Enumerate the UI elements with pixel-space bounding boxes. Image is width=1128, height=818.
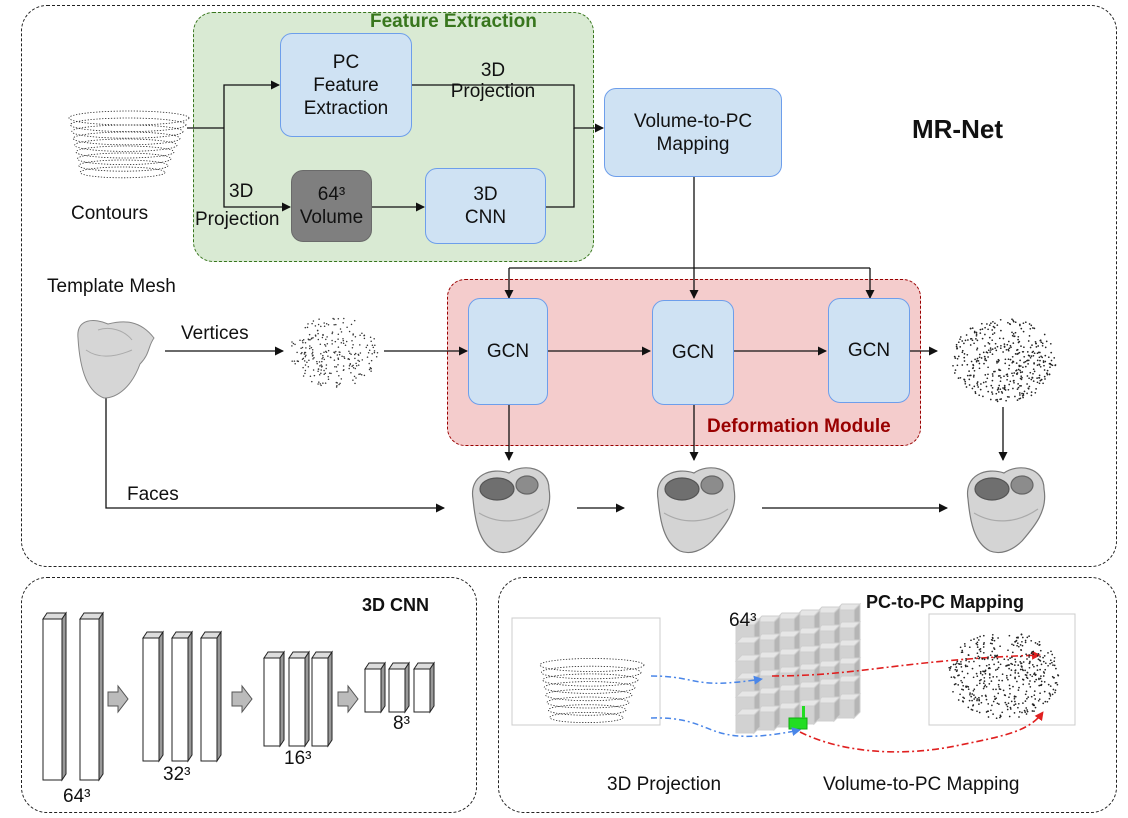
cnn-size-64: 64³ [63,786,91,807]
projection-caption: 3D Projection [607,774,722,795]
mapping-arrow-bottom [799,711,1044,753]
projection-contours-pointcloud [539,658,645,724]
gcn-box-3: GCN [828,298,910,403]
mapped-pointcloud [948,633,1060,720]
cnn-box: 3D CNN [425,168,546,244]
output-pointcloud [952,318,1057,403]
projection-to-mapping-arrow [412,84,604,133]
projection-label-top: 3D Projection [450,60,536,102]
gcn-box-1: GCN [468,298,548,405]
cnn-to-mapping-connector [546,128,575,208]
contours-pointcloud [68,110,190,179]
cnn-block-8 [364,661,435,714]
pc-feature-extraction-box: PC Feature Extraction [280,33,412,137]
split-to-pc-extraction-arrow [223,80,280,128]
cnn-block-64 [42,611,104,782]
feature-extraction-title: Feature Extraction [370,11,537,32]
faces-label: Faces [127,484,179,505]
volume-box: 64³ Volume [291,170,372,242]
voxel-volume-size: 64³ [729,610,757,631]
voxel-highlight [788,717,808,730]
vertices-label: Vertices [181,323,249,344]
projection-arrow-top [650,675,763,685]
cnn-size-8: 8³ [393,713,410,734]
split-to-volume-arrow [223,128,291,212]
deformation-module-title: Deformation Module [707,416,891,437]
template-mesh-label: Template Mesh [47,276,176,297]
mr-net-panel [21,5,1117,567]
mapping-caption: Volume-to-PC Mapping [823,774,1020,795]
cnn-block-32 [142,630,222,763]
cnn-panel [21,577,477,813]
pc-to-pc-mapping-panel [498,577,1117,813]
mapping-panel-title: PC-to-PC Mapping [866,592,1024,612]
mapping-arrow-top [771,650,1041,677]
projection-label-left-b: Projection [195,209,280,230]
cnn-size-32: 32³ [163,764,191,785]
voxel-grid [734,602,862,735]
gcn-box-2: GCN [652,300,734,405]
template-mesh [77,320,155,399]
faces-arrow [105,398,445,513]
mr-net-title: MR-Net [912,114,1003,144]
projection-label-left-a: 3D [229,181,254,202]
cnn-step-arrows [107,684,359,714]
volume-to-pc-mapping-box: Volume-to-PC Mapping [604,88,782,177]
contours-label: Contours [71,203,149,224]
cnn-layers [42,611,435,782]
cnn-block-16 [263,650,333,748]
cnn-panel-title: 3D CNN [362,595,430,615]
cnn-size-16: 16³ [284,748,312,769]
vertices-pointcloud [291,317,379,388]
mapping-output-frame [928,613,1076,726]
